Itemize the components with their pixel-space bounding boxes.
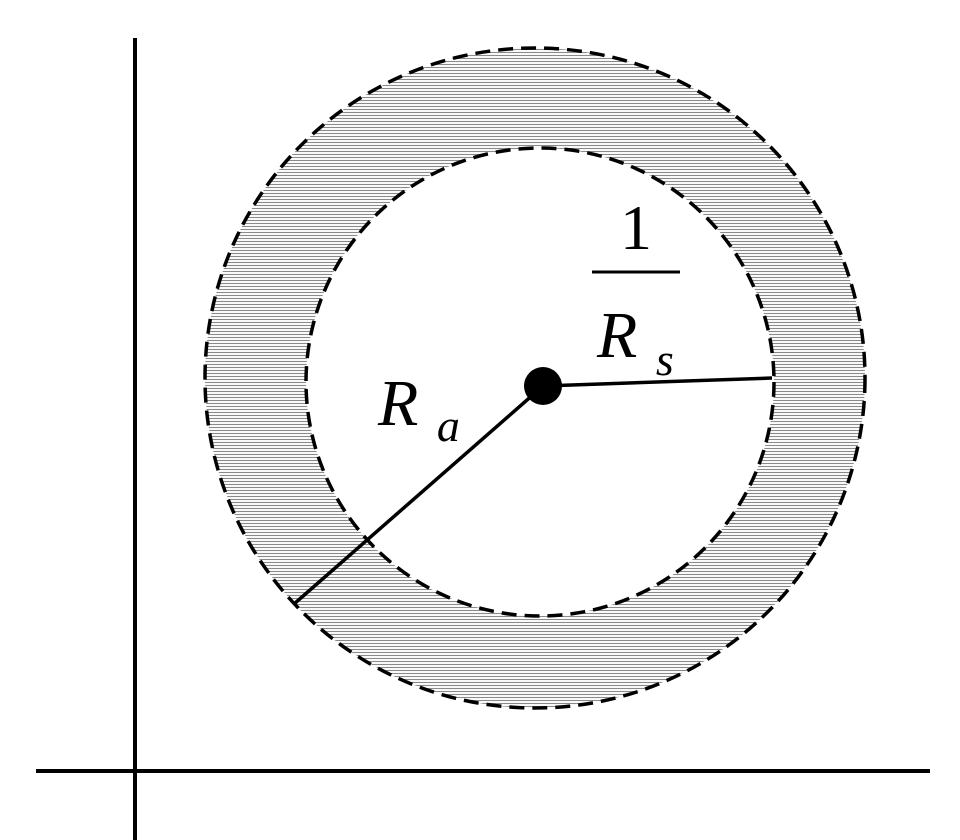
rs-label: R s <box>596 299 674 385</box>
center-point <box>524 367 562 405</box>
ra-label-main: R <box>377 367 418 440</box>
inner-dashed-circle <box>304 146 776 618</box>
ra-label: R a <box>377 367 460 451</box>
ra-radius-line <box>292 384 545 606</box>
rs-label-subscript: s <box>656 334 674 385</box>
rs-label-main: R <box>596 299 637 372</box>
rs-radius-line <box>542 376 773 388</box>
ra-label-subscript: a <box>437 400 460 451</box>
fraction-numerator: 1 <box>620 192 652 263</box>
outer-dashed-circle <box>203 46 867 710</box>
